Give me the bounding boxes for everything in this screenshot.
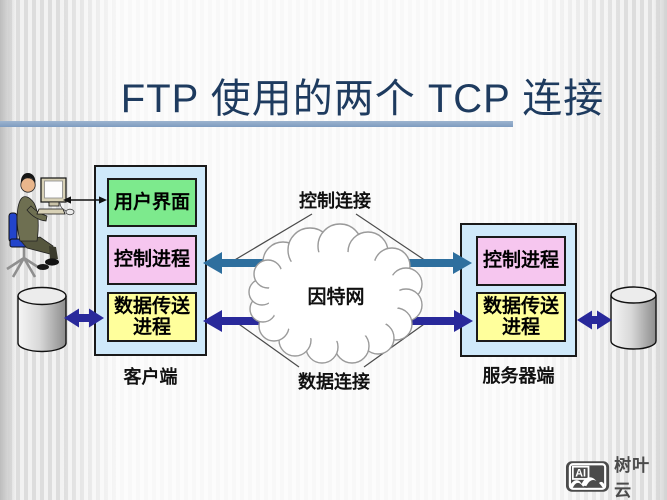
client-caption: 客户端 xyxy=(123,367,178,387)
control-connection-label: 控制连接 xyxy=(299,191,371,211)
server-disk-arrow xyxy=(577,310,612,330)
watermark-logo-icon: AI xyxy=(565,460,610,492)
server-panel: 控制进程 数据传送进程 xyxy=(460,223,577,357)
client-control-process-label: 控制进程 xyxy=(113,249,190,271)
client-data-transfer-box: 数据传送进程 xyxy=(107,292,197,342)
server-caption: 服务器端 xyxy=(482,366,555,386)
watermark-brand: 树叶云 xyxy=(614,456,651,500)
client-data-transfer-label: 数据传送进程 xyxy=(113,295,190,338)
watermark: AI 树叶云 xyxy=(565,451,667,500)
client-control-process-box: 控制进程 xyxy=(107,235,197,285)
client-disk-icon xyxy=(17,286,67,353)
server-data-transfer-box: 数据传送进程 xyxy=(476,292,566,342)
user-interface-box: 用户界面 xyxy=(107,178,197,227)
server-control-process-box: 控制进程 xyxy=(476,236,566,286)
data-connection-arrow xyxy=(203,310,473,332)
watermark-logo-text: AI xyxy=(575,467,586,479)
user-interface-label: 用户界面 xyxy=(113,191,190,213)
control-connection-arrow xyxy=(203,252,472,274)
title-underline xyxy=(0,121,513,127)
internet-label: 因特网 xyxy=(307,287,365,308)
server-control-process-label: 控制进程 xyxy=(482,250,559,272)
client-panel: 用户界面 控制进程 数据传送进程 xyxy=(94,165,207,356)
user-at-computer-icon xyxy=(6,173,75,278)
page-title: FTP 使用的两个 TCP 连接 xyxy=(120,77,605,121)
server-data-transfer-label: 数据传送进程 xyxy=(482,295,559,338)
server-disk-icon xyxy=(610,286,657,350)
data-connection-label: 数据连接 xyxy=(298,372,370,392)
